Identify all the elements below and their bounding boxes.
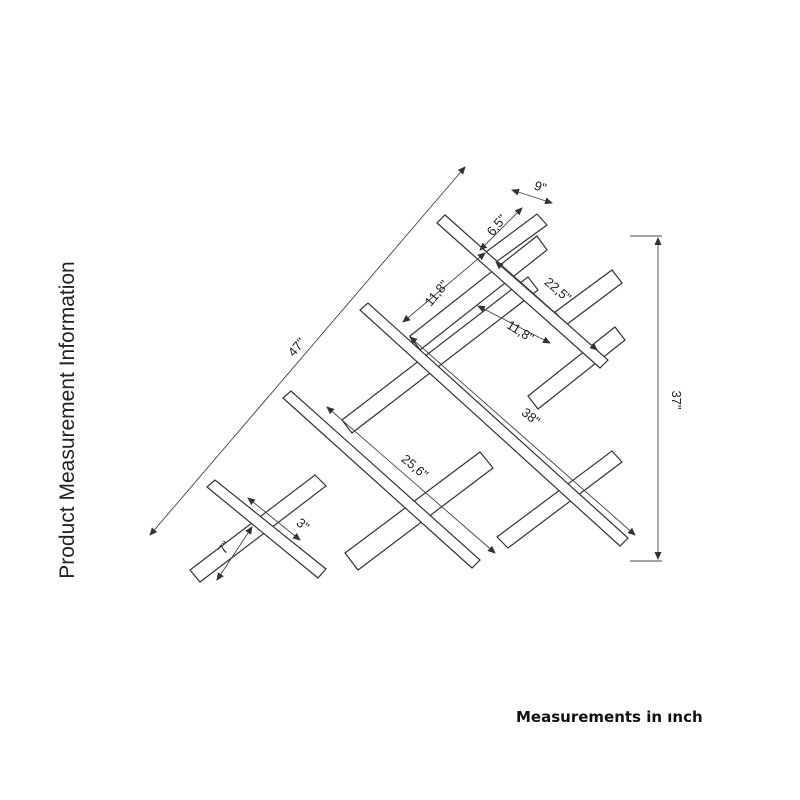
dim-label-depth: 9" xyxy=(532,178,548,196)
dim-label-height: 37" xyxy=(669,390,684,409)
dim-line-long-shelf xyxy=(409,336,636,536)
dim-line-small-shelf-depth xyxy=(216,526,253,581)
dim-label-small-overhang: 3" xyxy=(294,515,313,534)
dim-label-vertical-gap-2: 11,8" xyxy=(504,317,537,345)
board-up-3 xyxy=(496,450,623,549)
dim-label-overall: 47" xyxy=(285,335,309,360)
dim-line-mid-shelf xyxy=(326,406,496,554)
shelf-3 xyxy=(359,302,629,547)
dim-label-top-overhang: 6,5" xyxy=(484,211,510,238)
dim-label-vertical-gap-1: 11,8" xyxy=(422,277,452,309)
dim-line-depth xyxy=(511,188,553,205)
dim-line-vertical-gap-1 xyxy=(402,252,486,323)
dim-line-top-overhang xyxy=(479,207,523,251)
dim-line-overall xyxy=(149,166,466,536)
dim-label-mid-shelf: 25,6" xyxy=(399,451,432,482)
dim-line-small-overhang xyxy=(247,497,301,541)
dim-label-top-shelf: 22,5" xyxy=(542,274,575,305)
units-note: Measurements in ınch xyxy=(516,708,703,726)
